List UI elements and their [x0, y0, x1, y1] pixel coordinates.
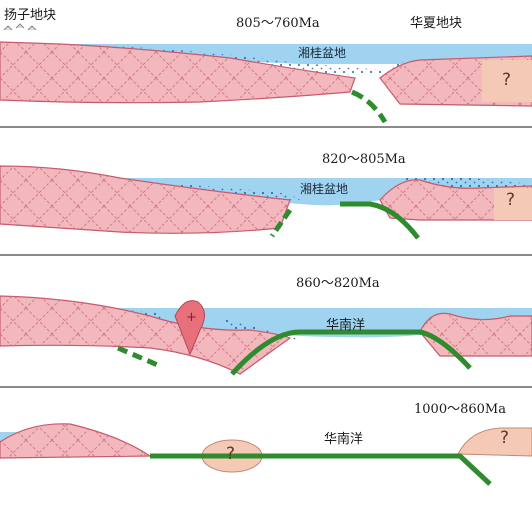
panel-3-cross-section [0, 295, 532, 376]
ocean-label: 华南洋 [324, 432, 364, 447]
time-label: 1000～860Ma [414, 402, 506, 417]
panel-805-760: 扬子地块 805～760Ma 华夏地块 湘桂盆地 ? [0, 0, 532, 126]
unknown-mark-east: ? [500, 428, 510, 448]
divider-3 [0, 386, 532, 388]
panel-860-820: 860～820Ma 华南洋 + [0, 256, 532, 386]
unknown-block [494, 188, 532, 220]
intrusion-mark: + [186, 310, 197, 325]
cathaysia-block-label: 华夏地块 [410, 16, 463, 31]
subducting-slab-west [269, 208, 293, 238]
unknown-mark: ? [226, 444, 236, 464]
time-label: 860～820Ma [296, 276, 380, 291]
panel-2-cross-section [0, 165, 532, 240]
granite-intrusion [174, 300, 205, 356]
ocean-label: 华南洋 [326, 318, 366, 333]
oceanic-slab [150, 453, 492, 486]
panel-820-805: 820～805Ma 湘桂盆地 ? [0, 128, 532, 254]
divider-1 [0, 126, 532, 128]
relict-slab [117, 345, 161, 369]
panel-4-cross-section [0, 423, 532, 486]
basin-label: 湘桂盆地 [300, 182, 349, 196]
unknown-block [482, 60, 532, 102]
subducting-slab [340, 201, 420, 240]
oceanic-slab [230, 329, 472, 376]
yangtze-block-label: 扬子地块 [4, 8, 57, 23]
divider-2 [0, 254, 532, 256]
basin-label: 湘桂盆地 [298, 46, 347, 60]
unknown-mark: ? [506, 190, 516, 210]
unknown-mark: ? [502, 70, 512, 90]
time-label: 805～760Ma [236, 16, 320, 31]
panel-1-cross-section [0, 23, 532, 124]
panel-1000-860: 1000～860Ma 华南洋 ? ? [0, 388, 532, 511]
unknown-eastern-block [457, 427, 532, 457]
time-label: 820～805Ma [322, 152, 406, 167]
rock-symbols [3, 23, 37, 31]
subducting-slab [351, 89, 388, 124]
